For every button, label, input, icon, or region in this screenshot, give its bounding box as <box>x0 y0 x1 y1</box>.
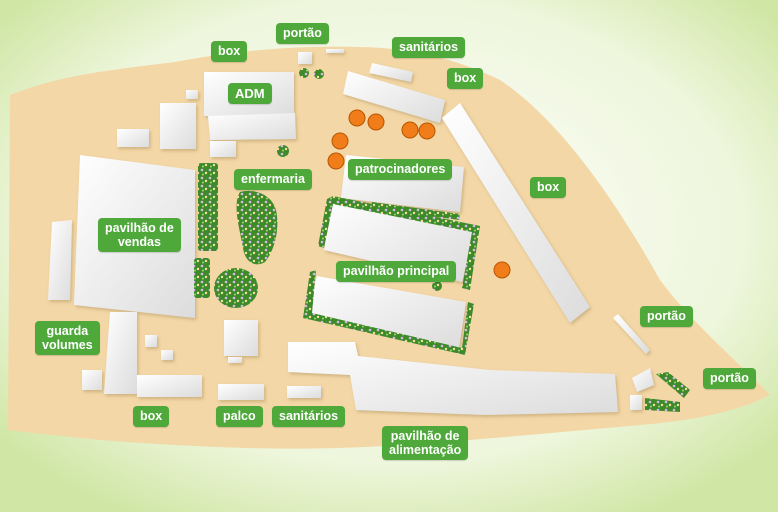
hedges <box>194 68 690 412</box>
building-right-strip <box>613 314 650 354</box>
pavilhao-alimentacao-building <box>288 342 618 415</box>
label-guarda-volumes-line1: guarda <box>46 324 89 338</box>
label-patrocinadores: patrocinadores <box>348 159 453 180</box>
label-sanitarios-top: sanitários <box>392 37 466 58</box>
umbrella <box>493 261 511 279</box>
umbrella <box>418 122 436 140</box>
gate-right-building-2 <box>630 395 642 410</box>
label-portao-right: portão <box>640 306 693 327</box>
hedge-enfermaria <box>236 190 278 265</box>
sanitarios-bottom-building <box>287 386 321 398</box>
building-small-1 <box>160 103 196 149</box>
label-adm: ADM <box>228 83 272 104</box>
building-bottom-2 <box>82 370 102 390</box>
building-center <box>224 320 258 356</box>
umbrellas <box>327 109 511 279</box>
building-left-strip <box>48 220 72 300</box>
tree-1 <box>277 145 289 157</box>
building-small-7 <box>228 357 242 363</box>
building-small-5 <box>145 335 157 347</box>
umbrella <box>348 109 366 127</box>
label-pavilhao-principal: pavilhão principal <box>336 261 457 282</box>
box-right-building <box>442 103 590 323</box>
building-small-4 <box>186 90 198 99</box>
umbrella <box>367 113 385 131</box>
building-top-strip <box>326 49 344 53</box>
umbrella <box>331 132 349 150</box>
label-box-right: box <box>530 177 567 198</box>
palco-building <box>218 384 264 400</box>
label-enfermaria: enfermaria <box>234 169 312 190</box>
label-portao-top: portão <box>276 23 329 44</box>
label-sanitarios-bottom: sanitários <box>272 406 346 427</box>
pavilhao-principal-building-2 <box>307 276 466 348</box>
label-guarda-volumes: guarda volumes <box>35 321 100 355</box>
label-box-top: box <box>211 41 248 62</box>
hedge-principal-1 <box>318 196 480 290</box>
tree-4 <box>432 281 442 291</box>
label-guarda-volumes-line2: volumes <box>42 338 93 352</box>
label-pavilhao-alimentacao: pavilhão de alimentação <box>382 426 469 460</box>
hedge-round <box>214 268 258 308</box>
tree-2 <box>299 68 309 78</box>
adm-annex <box>208 113 296 140</box>
umbrella <box>401 121 419 139</box>
building-diagonal-top <box>343 71 445 123</box>
building-small-3 <box>210 141 236 157</box>
building-bottom-1 <box>137 375 202 397</box>
label-box-right-top: box <box>447 68 484 89</box>
gate-right-building <box>632 368 654 392</box>
label-box-bottom: box <box>133 406 170 427</box>
guarda-volumes-building <box>104 312 137 394</box>
label-pavilhao-alimentacao-line1: pavilhão de <box>390 429 460 443</box>
building-small-2 <box>117 129 149 147</box>
label-pavilhao-vendas: pavilhão de vendas <box>98 218 181 252</box>
tree-3 <box>314 69 324 79</box>
hedge-vendas-2 <box>194 258 210 298</box>
label-palco: palco <box>216 406 263 427</box>
hedge-gate-right <box>656 372 690 398</box>
label-pavilhao-alimentacao-line2: alimentação <box>389 443 462 457</box>
hedge-patrocinadores <box>371 202 460 220</box>
label-pavilhao-vendas-line1: pavilhão de <box>105 221 174 235</box>
building-small-6 <box>161 350 173 360</box>
gate-top-building <box>298 52 312 64</box>
label-pavilhao-vendas-line2: vendas <box>117 235 161 249</box>
hedge-vendas <box>198 163 218 251</box>
label-portao-far-right: portão <box>703 368 756 389</box>
umbrella <box>327 152 345 170</box>
sanitarios-top-building <box>369 63 413 82</box>
hedge-gate-right-2 <box>645 398 680 412</box>
